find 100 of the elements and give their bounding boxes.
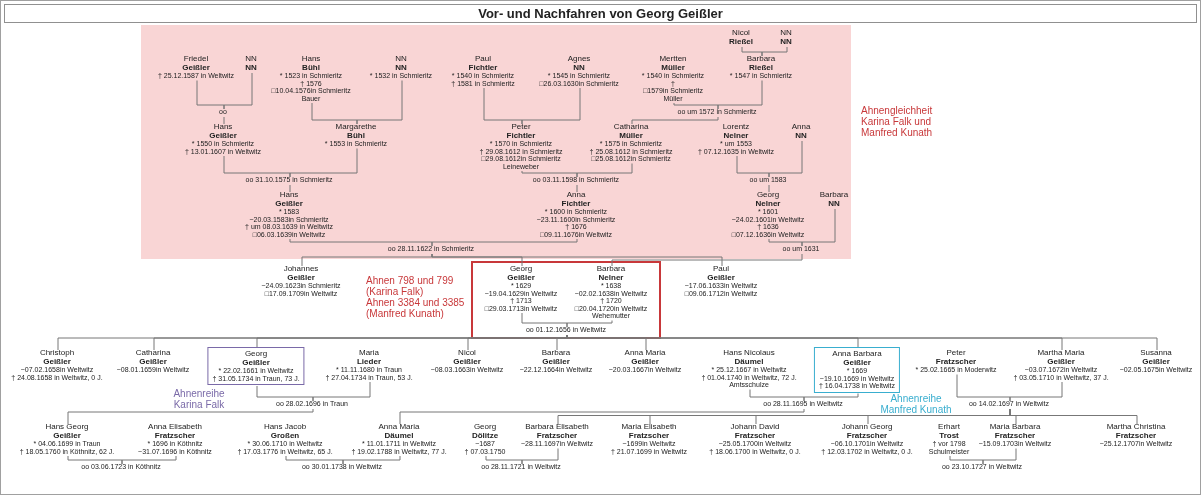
given-name: Nicol bbox=[457, 349, 477, 358]
given-name: Christoph bbox=[38, 349, 76, 357]
connector-line bbox=[1009, 408, 1138, 425]
given-name: Georg bbox=[509, 265, 533, 273]
connector-line bbox=[431, 238, 578, 247]
given-name: NN bbox=[394, 55, 408, 64]
connector-line bbox=[611, 253, 803, 267]
given-name: Maria Barbara bbox=[988, 423, 1042, 432]
connector-line bbox=[356, 80, 403, 125]
connector-line bbox=[1009, 381, 1063, 402]
surname: NN bbox=[827, 199, 841, 208]
given-name: Lorentz bbox=[721, 123, 751, 132]
given-name: Georg bbox=[473, 423, 497, 431]
surname: Trost bbox=[938, 431, 960, 440]
surname: Geißler bbox=[1141, 357, 1171, 366]
given-name: Johann Georg bbox=[840, 423, 894, 432]
given-name: Martha Christina bbox=[1105, 423, 1167, 432]
given-name: Johannes bbox=[282, 265, 320, 274]
surname: Müller bbox=[660, 63, 686, 72]
surname: Bühl bbox=[301, 63, 321, 72]
connector-line bbox=[342, 455, 401, 465]
given-name: Margarethe bbox=[334, 123, 378, 131]
given-name: Georg bbox=[755, 191, 780, 199]
connector-line bbox=[121, 455, 177, 465]
surname: Geißler bbox=[52, 431, 81, 440]
surname: Geißler bbox=[43, 357, 71, 366]
given-name: Susanna bbox=[1139, 349, 1173, 358]
given-name: Barbara bbox=[540, 349, 572, 358]
connector-line bbox=[399, 408, 805, 425]
surname: Fratzscher bbox=[535, 431, 579, 440]
given-name: Anna Maria bbox=[377, 423, 421, 432]
surname: Fichtler bbox=[467, 63, 499, 72]
surname: Rießel bbox=[729, 37, 753, 46]
connector-line bbox=[576, 184, 578, 193]
given-name: Mertten bbox=[658, 55, 688, 64]
given-name: Paul bbox=[712, 265, 730, 274]
surname: Nelner bbox=[722, 131, 750, 140]
group-heading: Ahnen 3384 und 3385 (Manfred Kunath) bbox=[366, 297, 466, 319]
connector-line bbox=[566, 334, 1158, 351]
connector-line bbox=[801, 208, 836, 247]
surname: Dölitze bbox=[470, 431, 500, 440]
surname: Geißler bbox=[1046, 357, 1076, 366]
given-name: Maria Elisabeth bbox=[620, 423, 678, 432]
surname: Rießel bbox=[748, 63, 774, 72]
surname: Geißler bbox=[452, 357, 482, 366]
connector-line bbox=[289, 184, 291, 193]
connector-line bbox=[289, 148, 358, 178]
given-name: NN bbox=[780, 29, 792, 38]
surname: Fratzscher bbox=[153, 431, 197, 440]
surname: NN bbox=[780, 37, 792, 46]
surname: Geißler bbox=[138, 357, 168, 366]
group-heading: Ahnen 798 und 799 (Karina Falk) bbox=[366, 275, 454, 297]
given-name: Erhart bbox=[937, 423, 961, 432]
given-name: Hans bbox=[278, 191, 300, 200]
surname: Nelner bbox=[597, 273, 625, 282]
given-name: Hans Jacob bbox=[262, 423, 308, 432]
surname: Geißler bbox=[181, 63, 211, 72]
surname: NN bbox=[394, 63, 408, 72]
given-name: Catharina bbox=[134, 349, 172, 358]
group-heading: Ahnengleichheit Karina Falk und Manfred Kunath bbox=[861, 105, 934, 138]
highlight-box bbox=[813, 347, 901, 393]
surname: Großen bbox=[269, 431, 301, 440]
surname: Geißler bbox=[541, 357, 571, 366]
connector-line bbox=[761, 46, 788, 57]
connector-line bbox=[67, 408, 314, 425]
given-name: Barbara Elisabeth bbox=[524, 423, 590, 432]
connector-line bbox=[576, 163, 633, 178]
surname: Nelner bbox=[754, 199, 782, 208]
given-name: Georg bbox=[244, 350, 268, 358]
given-name: Peter bbox=[945, 349, 967, 358]
given-name: Peter bbox=[510, 123, 532, 132]
connector-line bbox=[223, 116, 225, 125]
title: Vor- und Nachfahren von Georg Geißler bbox=[4, 4, 1197, 23]
surname: Geißler bbox=[274, 199, 304, 208]
surname: NN bbox=[573, 63, 585, 72]
surname: Fichtler bbox=[505, 131, 537, 140]
given-name: Hans bbox=[212, 123, 234, 132]
given-name: Barbara bbox=[595, 265, 627, 274]
surname: Fratzscher bbox=[934, 357, 978, 366]
surname: Geißler bbox=[506, 273, 536, 282]
connector-line bbox=[556, 334, 568, 351]
surname: Geißler bbox=[286, 273, 316, 282]
given-name: Maria bbox=[358, 349, 380, 358]
given-name: Johann David bbox=[729, 423, 781, 432]
given-name: Nicol bbox=[731, 29, 751, 38]
connector-line bbox=[631, 116, 719, 125]
given-name: Anna bbox=[565, 191, 587, 200]
surname: Müller bbox=[618, 131, 644, 140]
connector-line bbox=[803, 393, 859, 402]
surname: Fratzscher bbox=[627, 431, 671, 440]
surname: Geißler bbox=[208, 131, 238, 140]
surname: Fratzscher bbox=[993, 431, 1037, 440]
surname: NN bbox=[245, 63, 257, 72]
surname: Fichtler bbox=[560, 199, 592, 208]
surname: Fratzscher bbox=[845, 431, 888, 440]
connector-line bbox=[301, 253, 433, 267]
given-name: Anna Barbara bbox=[831, 350, 883, 359]
surname: NN bbox=[794, 131, 808, 140]
connector-line bbox=[982, 448, 1017, 465]
given-name: Anna bbox=[791, 123, 811, 132]
